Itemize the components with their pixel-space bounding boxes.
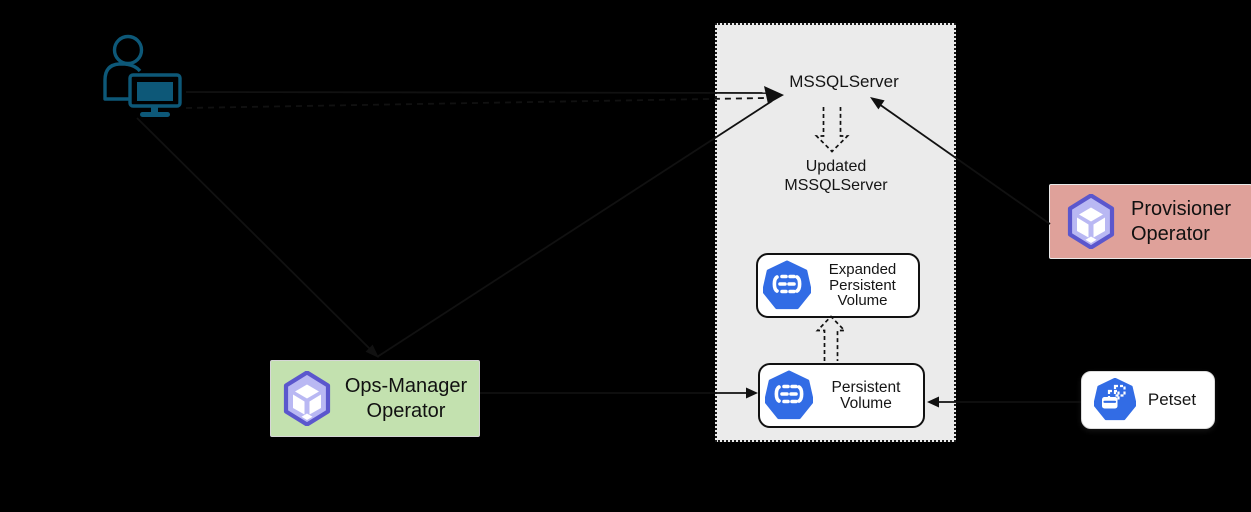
ops-manager-operator-label: Ops-Manager Operator [333, 374, 479, 424]
expanded-pv-line3: Volume [837, 292, 888, 310]
provisioner-operator-box: Provisioner Operator [1049, 184, 1251, 259]
arrow-user-to-mssqlserver-dashed [185, 97, 767, 109]
ops-manager-operator-box: Ops-Manager Operator [270, 360, 480, 437]
expanded-pv-line1: Expanded [828, 261, 897, 279]
updated-mssqlserver-label: Updated MSSQLServer [757, 157, 915, 195]
arrowhead-opsmanager-top [365, 344, 379, 358]
ops-manager-line1: Ops-Manager [344, 374, 468, 397]
updated-mssqlserver-line2: MSSQLServer [784, 177, 888, 194]
arrow-user-to-opsmanager [136, 117, 372, 351]
expanded-pv-line2: Persistent [829, 276, 896, 294]
updated-mssqlserver-line1: Updated [805, 158, 867, 175]
expanded-persistent-volume-box: Expanded Persistent Volume [756, 253, 920, 318]
operator-cube-icon [1065, 194, 1117, 249]
kubernetes-volume-icon [765, 370, 813, 422]
person-at-computer-icon [96, 28, 186, 125]
provisioner-line1: Provisioner [1131, 197, 1232, 220]
provisioner-operator-label: Provisioner Operator [1117, 197, 1251, 247]
kubernetes-volume-icon [763, 260, 811, 312]
persistent-volume-label: Persistent Volume [813, 378, 923, 412]
mssqlserver-label: MSSQLServer [789, 72, 899, 91]
persistent-volume-line2: Volume [840, 394, 892, 412]
provisioner-line2: Operator [1131, 222, 1210, 245]
persistent-volume-box: Persistent Volume [758, 363, 925, 428]
expanded-persistent-volume-label: Expanded Persistent Volume [811, 262, 918, 309]
petset-label: Petset [1147, 390, 1197, 409]
arrow-opsmanager-to-mssqlserver [376, 100, 773, 358]
kubernetes-petset-icon [1094, 378, 1136, 422]
arrow-user-to-mssqlserver [185, 91, 771, 94]
operator-cube-icon [281, 371, 333, 426]
persistent-volume-line1: Persistent [831, 378, 901, 396]
petset-box: Petset [1081, 371, 1215, 429]
ops-manager-line2: Operator [366, 399, 446, 422]
